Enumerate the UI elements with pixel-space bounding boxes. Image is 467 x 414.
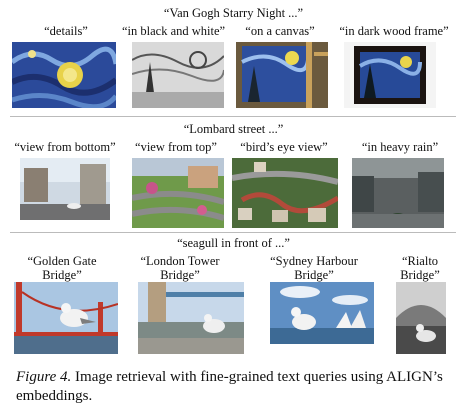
image-lombard-top: [132, 158, 224, 228]
label-on-canvas: “on a canvas”: [245, 24, 315, 38]
image-starry-bw: [132, 42, 224, 108]
figure-caption-text: Image retrieval with fine-grained text q…: [16, 369, 443, 404]
image-seagull-sydney: [270, 282, 374, 344]
image-lombard-aerial: [232, 158, 338, 228]
query-vangogh: “Van Gogh Starry Night ...”: [163, 6, 304, 20]
image-starry-details: [12, 42, 116, 108]
figure-caption: Figure 4. Image retrieval with fine-grai…: [16, 368, 456, 406]
image-lombard-bottom: [20, 158, 110, 220]
label-black-white: “in black and white”: [122, 24, 226, 38]
image-starry-frame: [344, 42, 436, 108]
query-seagull: “seagull in front of ...”: [177, 236, 290, 250]
label-birds-eye: “bird’s eye view”: [240, 140, 328, 154]
image-starry-canvas: [236, 42, 328, 108]
label-dark-frame: “in dark wood frame”: [339, 24, 449, 38]
image-seagull-rialto: [396, 282, 446, 354]
section-divider: [10, 232, 456, 233]
label-view-top: “view from top”: [135, 140, 217, 154]
image-seagull-london: [138, 282, 244, 354]
label-heavy-rain: “in heavy rain”: [361, 140, 439, 154]
label-view-bottom: “view from bottom”: [14, 140, 116, 154]
figure-label: Figure 4.: [16, 369, 72, 385]
section-divider: [10, 116, 456, 117]
label-details: “details”: [44, 24, 88, 38]
query-lombard: “Lombard street ...”: [183, 122, 284, 136]
image-lombard-rain: [352, 158, 444, 228]
image-seagull-golden-gate: [14, 282, 118, 354]
